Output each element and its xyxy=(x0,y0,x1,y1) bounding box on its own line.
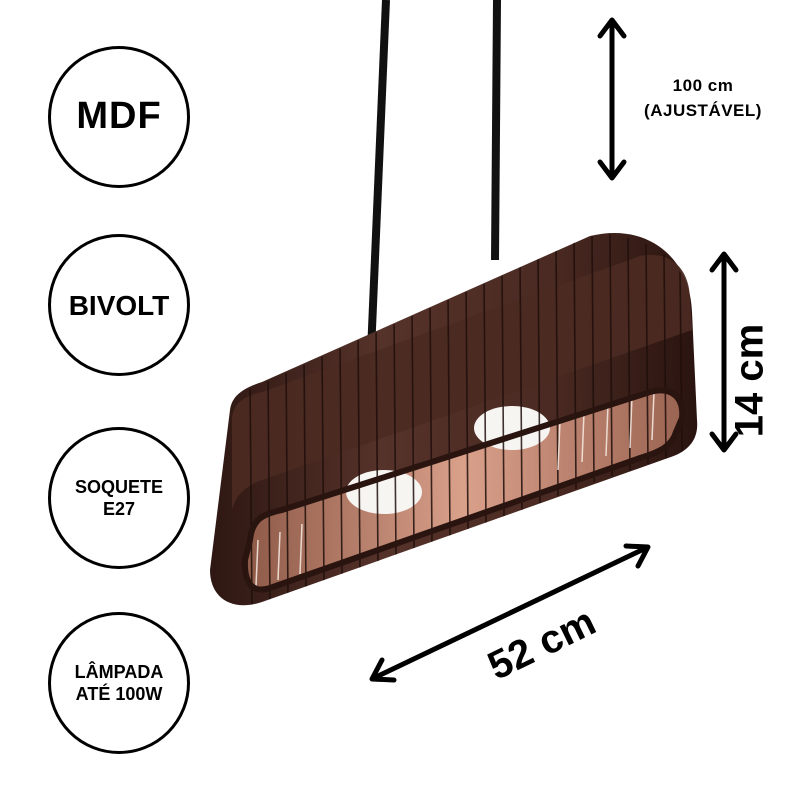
lamp-shell-inner xyxy=(244,390,683,590)
arrow-cable-height xyxy=(597,17,627,181)
cable-right xyxy=(491,0,501,261)
badge-bulb-line2: ATÉ 100W xyxy=(75,684,163,704)
badge-bulb-line1: LÂMPADA xyxy=(74,661,164,682)
arrow-lamp-length xyxy=(369,543,651,683)
lamp-height-label: 14 cm xyxy=(727,323,772,438)
lamp-rim xyxy=(241,387,686,593)
badge-socket-line1: SOQUETE xyxy=(74,476,163,497)
lamp-front-band xyxy=(232,254,692,510)
cable-left xyxy=(367,0,390,353)
cable-length-note: (AJUSTÁVEL) xyxy=(644,100,762,120)
cable-length-value: 100 cm xyxy=(672,76,734,95)
badge-material-text: MDF xyxy=(76,95,162,138)
bulb-right xyxy=(474,406,550,450)
inner-slat-gaps xyxy=(255,391,655,587)
arrow-lamp-height xyxy=(709,251,739,453)
badge-socket: SOQUETE E27 xyxy=(48,427,190,569)
badge-material: MDF xyxy=(48,46,190,188)
badge-socket-line2: E27 xyxy=(102,499,136,519)
badge-voltage: BIVOLT xyxy=(48,234,190,376)
cable-length-label: 100 cm (AJUSTÁVEL) xyxy=(628,74,778,123)
badge-voltage-text: BIVOLT xyxy=(68,289,170,321)
slat-lines xyxy=(249,234,683,606)
badge-bulb: LÂMPADA ATÉ 100W xyxy=(48,612,190,754)
